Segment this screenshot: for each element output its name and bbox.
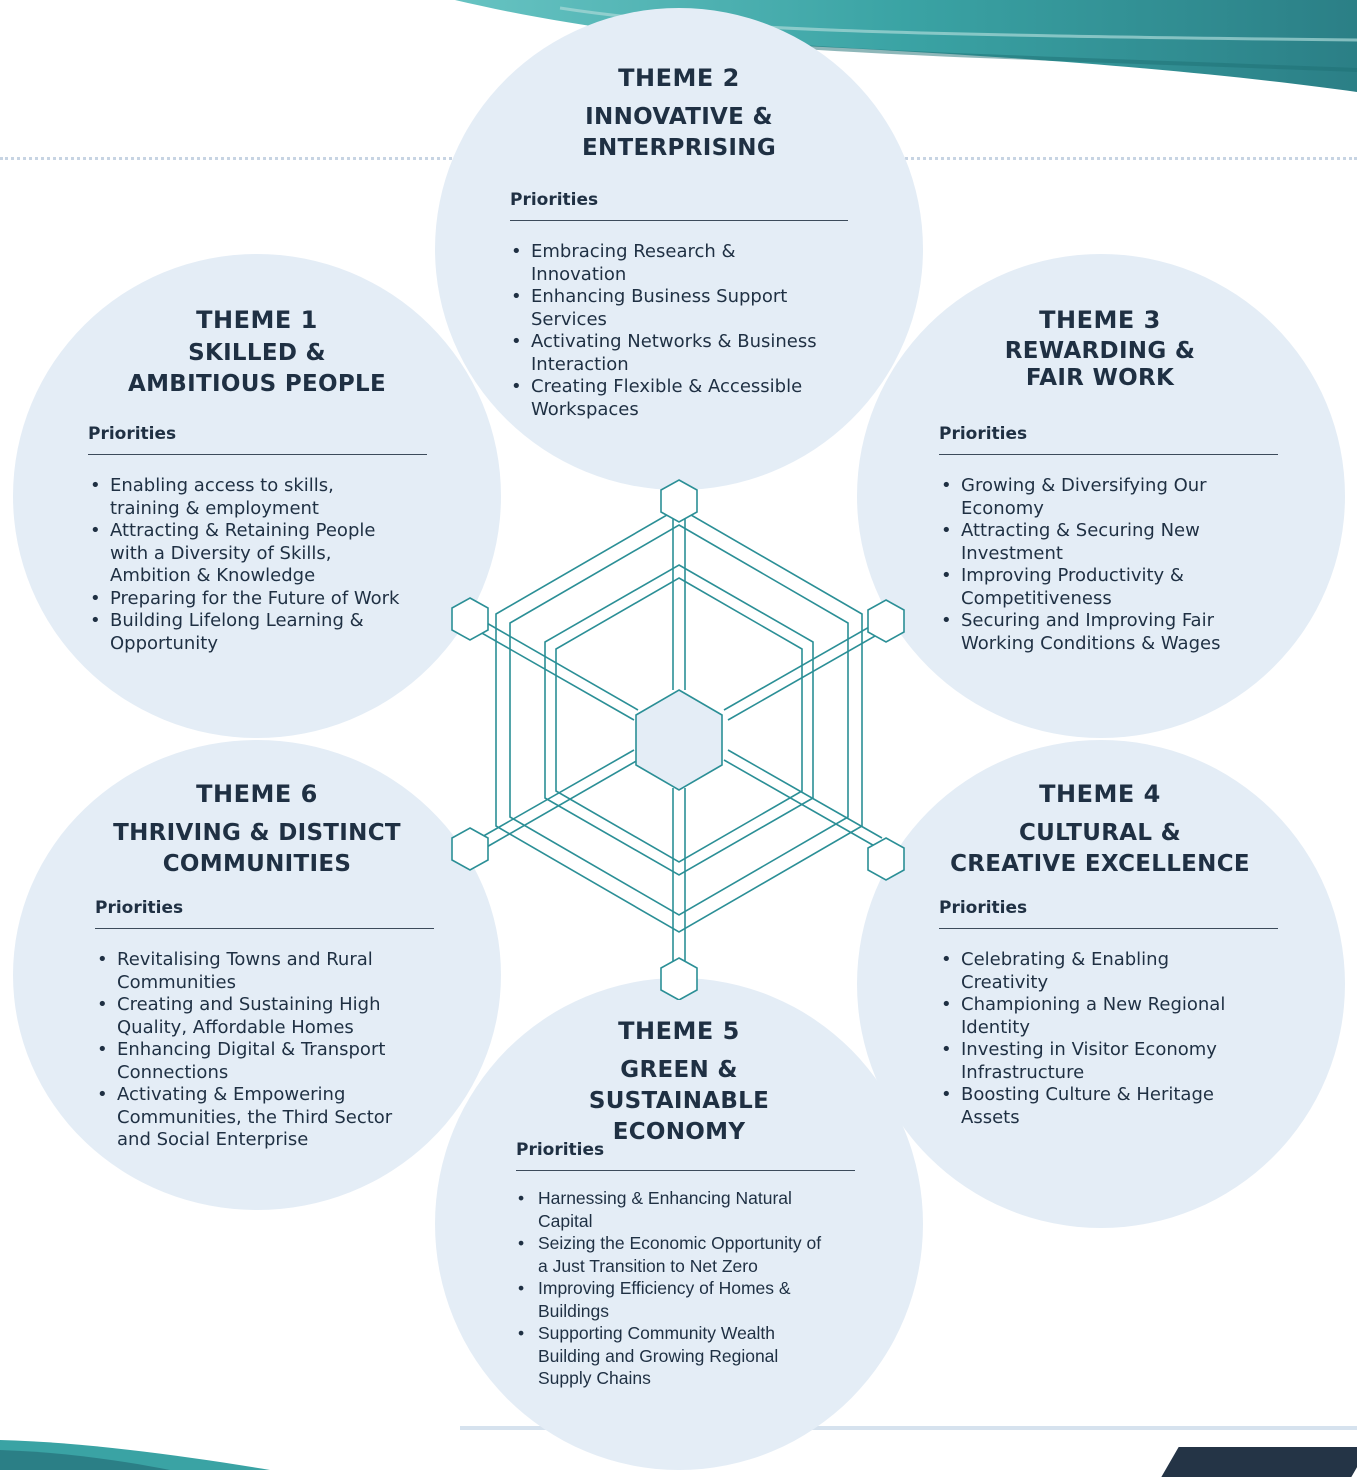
priorities-heading: Priorities [510,190,848,221]
theme-number: THEME 5 [618,1017,740,1045]
list-item: Growing & Diversifying Our Economy [939,475,1239,520]
theme-title: REWARDING & FAIR WORK [1004,338,1196,391]
priorities-heading: Priorities [95,898,434,929]
list-item: Supporting Community Wealth Building and… [516,1322,831,1390]
theme-title: INNOVATIVE & ENTERPRISING [581,104,777,161]
theme-3-heading: THEME 3 REWARDING & FAIR WORK [980,306,1220,392]
list-item: Embracing Research & Innovation [509,241,829,286]
theme-3-priorities-list: Growing & Diversifying Our Economy Attra… [939,475,1239,655]
theme-1-priorities-list: Enabling access to skills, training & em… [88,475,418,655]
list-item: Enhancing Digital & Transport Connection… [95,1039,405,1084]
theme-number: THEME 4 [1039,780,1161,808]
list-item: Securing and Improving Fair Working Cond… [939,610,1239,655]
corner-tab [1161,1447,1357,1477]
list-item: Championing a New Regional Identity [939,994,1239,1039]
list-item: Activating Networks & Business Interacti… [509,331,829,376]
list-item: Attracting & Retaining People with a Div… [88,520,418,588]
theme-title: THRIVING & DISTINCT COMMUNITIES [113,820,401,877]
hexagon-network-graphic [451,479,905,1000]
list-item: Boosting Culture & Heritage Assets [939,1084,1239,1129]
theme-title: GREEN & SUSTAINABLE ECONOMY [588,1057,770,1145]
theme-number: THEME 2 [618,64,740,92]
theme-6-priorities-list: Revitalising Towns and Rural Communities… [95,949,405,1152]
theme-number: THEME 6 [196,780,318,808]
theme-2-priorities-list: Embracing Research & Innovation Enhancin… [509,241,829,421]
priorities-heading: Priorities [516,1140,855,1171]
theme-title: SKILLED & AMBITIOUS PEOPLE [128,340,386,397]
landscape-banner-bottom [0,1426,1357,1470]
priorities-heading: Priorities [88,424,427,455]
theme-title: CULTURAL & CREATIVE EXCELLENCE [950,820,1250,877]
list-item: Investing in Visitor Economy Infrastruct… [939,1039,1239,1084]
list-item: Activating & Empowering Communities, the… [95,1084,405,1152]
list-item: Enabling access to skills, training & em… [88,475,418,520]
theme-6-heading: THEME 6 THRIVING & DISTINCT COMMUNITIES [100,780,414,880]
list-item: Building Lifelong Learning & Opportunity [88,610,418,655]
list-item: Enhancing Business Support Services [509,286,829,331]
priorities-heading: Priorities [939,424,1278,455]
list-item: Harnessing & Enhancing Natural Capital [516,1187,831,1232]
list-item: Improving Productivity & Competitiveness [939,565,1239,610]
list-item: Creating Flexible & Accessible Workspace… [509,376,829,421]
theme-4-heading: THEME 4 CULTURAL & CREATIVE EXCELLENCE [950,780,1250,880]
priorities-heading: Priorities [939,898,1278,929]
theme-1-heading: THEME 1 SKILLED & AMBITIOUS PEOPLE [120,306,394,400]
list-item: Creating and Sustaining High Quality, Af… [95,994,405,1039]
theme-2-heading: THEME 2 INNOVATIVE & ENTERPRISING [560,64,798,164]
list-item: Revitalising Towns and Rural Communities [95,949,405,994]
theme-number: THEME 1 [196,306,318,334]
theme-4-priorities-list: Celebrating & Enabling Creativity Champi… [939,949,1239,1129]
theme-5-heading: THEME 5 GREEN & SUSTAINABLE ECONOMY [520,1017,838,1148]
theme-number: THEME 3 [1039,306,1161,334]
theme-5-priorities-list: Harnessing & Enhancing Natural Capital S… [516,1187,831,1390]
list-item: Preparing for the Future of Work [88,588,418,611]
list-item: Seizing the Economic Opportunity of a Ju… [516,1232,831,1277]
list-item: Celebrating & Enabling Creativity [939,949,1239,994]
list-item: Attracting & Securing New Investment [939,520,1239,565]
list-item: Improving Efficiency of Homes & Building… [516,1277,831,1322]
